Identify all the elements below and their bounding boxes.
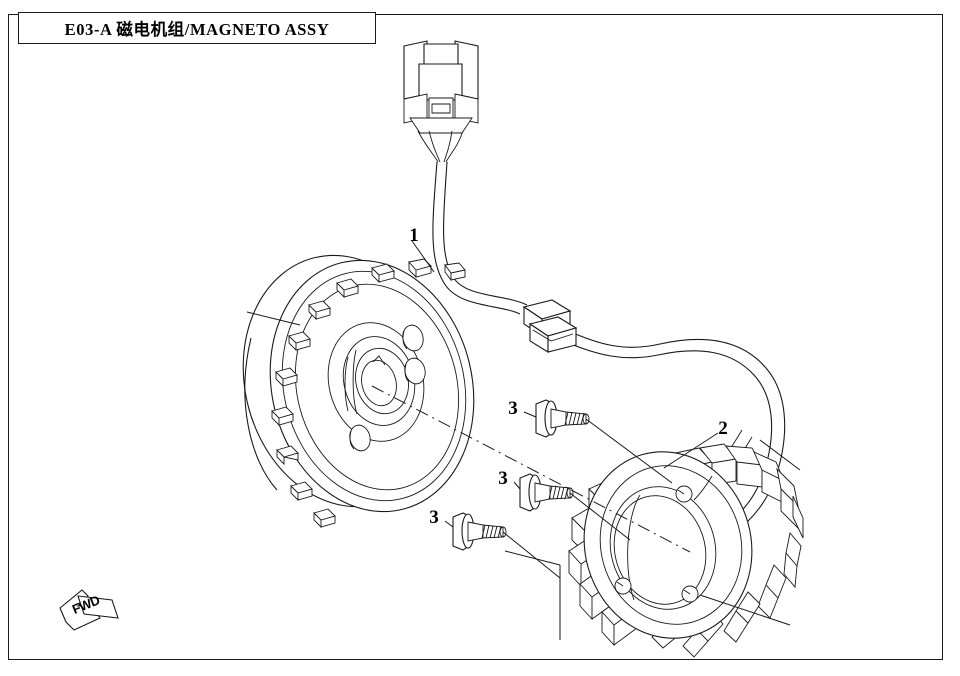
- leader-lines: [246, 240, 801, 640]
- flange-bolt-2: [519, 473, 574, 512]
- title-block: E03-A 磁电机组/MAGNETO ASSY: [18, 12, 376, 44]
- callout-3a: 3: [508, 398, 518, 419]
- bolt-threads-1: [564, 411, 585, 426]
- bolt-threads-2: [548, 485, 569, 500]
- flange-bolt-1: [535, 399, 590, 438]
- bolt-threads-3: [481, 524, 502, 539]
- fwd-orientation-marker: [59, 589, 119, 631]
- callout-1: 1: [409, 225, 419, 246]
- electrical-connector: [403, 40, 479, 163]
- callout-2: 2: [718, 418, 728, 439]
- callout-3b: 3: [498, 468, 508, 489]
- rotor-hub: [327, 322, 426, 452]
- stator-coil-assembly: [568, 443, 804, 658]
- assembly-centerline: [371, 385, 691, 553]
- callout-numbers: 1 2 3 3 3: [409, 225, 728, 528]
- rotor-magnet-blocks: [271, 258, 466, 529]
- stator-mounting-holes: [614, 485, 699, 603]
- wire-grommet-clamp: [522, 299, 578, 353]
- callout-3c: 3: [429, 507, 439, 528]
- flywheel-rotor: [242, 254, 475, 529]
- flange-bolt-3: [452, 512, 507, 551]
- title-text: E03-A 磁电机组/MAGNETO ASSY: [64, 20, 330, 39]
